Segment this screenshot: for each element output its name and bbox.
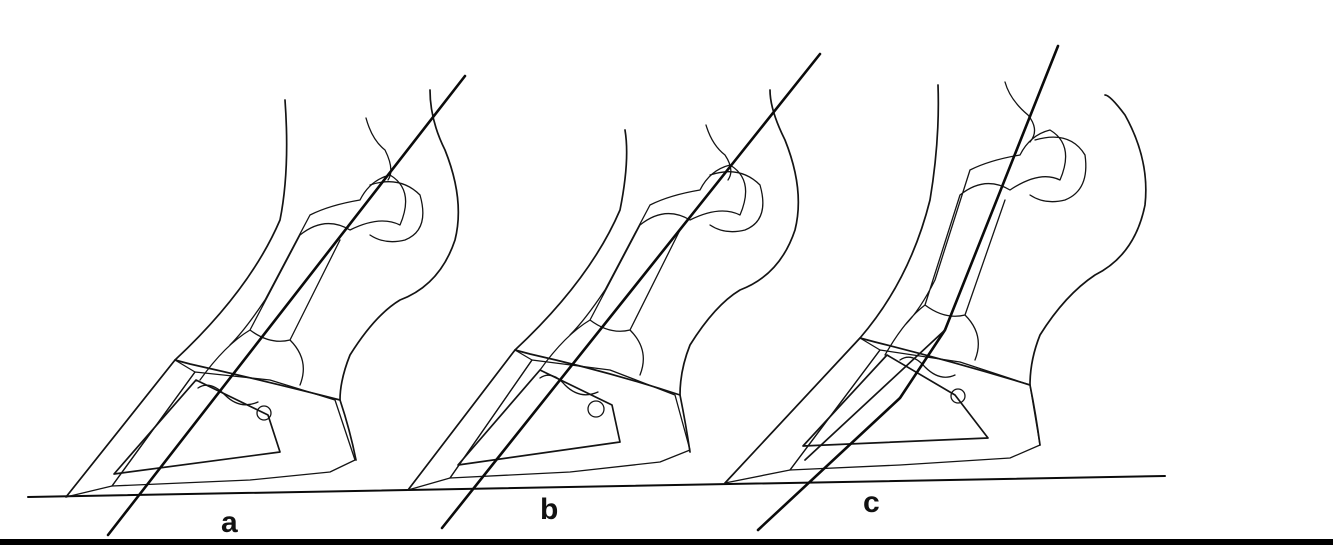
- pastern-bones-a: [200, 175, 406, 385]
- sole-region-c: [790, 350, 1040, 470]
- pastern-bones-c: [885, 130, 1066, 360]
- hoof-wall-c: [725, 338, 880, 483]
- panel-b: [408, 54, 820, 528]
- ground-line: [28, 476, 1165, 497]
- leg-back-a: [340, 90, 458, 400]
- hoof-outline-a: [66, 360, 356, 497]
- hoof-wall-a: [66, 360, 195, 497]
- pastern-bones-b: [540, 165, 746, 375]
- leg-front-a: [175, 100, 287, 360]
- bottom-border: [0, 539, 1333, 545]
- leg-back-b: [680, 90, 798, 395]
- fetlock-joint-c: [1030, 137, 1086, 202]
- hoof-outline-b: [408, 350, 690, 490]
- panel-label-a: a: [221, 508, 238, 538]
- leg-back-c: [1030, 95, 1146, 385]
- hoof-wall-b: [408, 350, 532, 490]
- tendon-a: [366, 118, 391, 180]
- panel-label-c: c: [863, 488, 880, 518]
- sesamoid-c: [951, 389, 965, 403]
- panel-label-b: b: [540, 495, 558, 525]
- coffin-bone-a: [114, 380, 280, 474]
- sesamoid-b: [588, 401, 604, 417]
- hoof-pastern-axis-b: [442, 54, 820, 528]
- panel-c: [725, 46, 1146, 530]
- fetlock-joint-a: [370, 182, 423, 242]
- panel-a: [66, 76, 465, 535]
- tendon-c: [1005, 82, 1035, 142]
